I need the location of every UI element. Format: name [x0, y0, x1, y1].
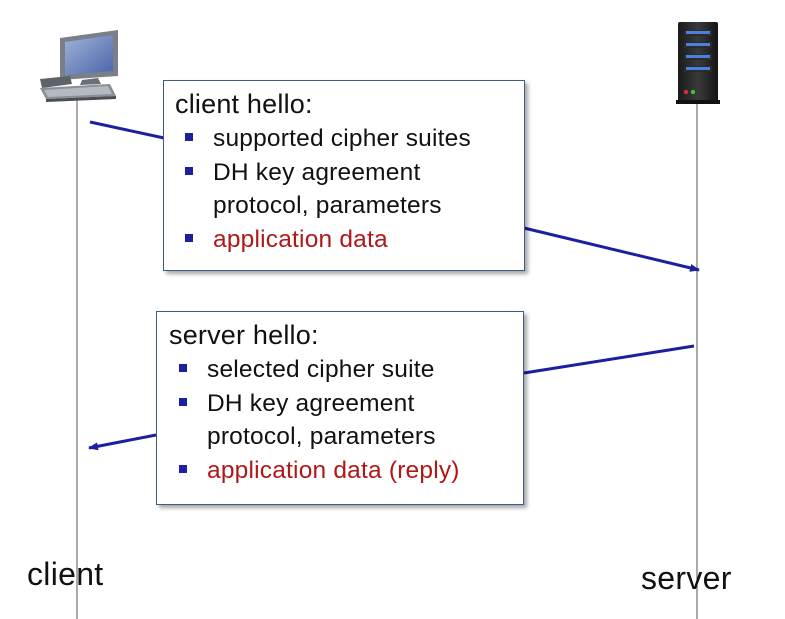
list-item: application data (reply): [179, 454, 523, 488]
client-hello-list: supported cipher suites DH key agreement …: [175, 122, 524, 256]
client-hello-arrow-tail: [89, 120, 165, 140]
list-item-text: DH key agreement protocol, parameters: [213, 158, 442, 220]
client-label: client: [27, 556, 104, 592]
server-label: server: [641, 560, 732, 596]
server-hello-arrow-tail: [523, 344, 695, 375]
server-tower-icon: [676, 22, 720, 104]
list-item-text: DH key agreement protocol, parameters: [207, 389, 436, 451]
list-item: selected cipher suite: [179, 353, 523, 387]
server-hello-arrow-head: [88, 433, 157, 451]
desktop-computer-icon: [40, 30, 118, 102]
bullet-icon: [185, 133, 193, 141]
list-item: application data: [185, 223, 524, 257]
bullet-icon: [185, 166, 193, 175]
server-hello-title: server hello:: [169, 320, 319, 350]
list-item: DH key agreement protocol, parameters: [185, 156, 524, 223]
list-item-text: application data (reply): [207, 456, 460, 484]
client-hello-title: client hello:: [175, 89, 313, 119]
server-hello-list: selected cipher suite DH key agreement pr…: [169, 353, 523, 487]
bullet-icon: [179, 397, 187, 406]
bullet-icon: [179, 364, 187, 372]
list-item: DH key agreement protocol, parameters: [179, 387, 523, 454]
client-hello-box: client hello: supported cipher suites DH …: [163, 80, 525, 271]
client-hello-arrow-head: [523, 226, 700, 272]
list-item-text: application data: [213, 225, 388, 253]
server-hello-box: server hello: selected cipher suite DH ke…: [156, 311, 524, 505]
bullet-icon: [179, 464, 187, 473]
list-item-text: selected cipher suite: [207, 356, 435, 383]
bullet-icon: [185, 233, 193, 242]
list-item: supported cipher suites: [185, 122, 524, 156]
list-item-text: supported cipher suites: [213, 125, 471, 152]
